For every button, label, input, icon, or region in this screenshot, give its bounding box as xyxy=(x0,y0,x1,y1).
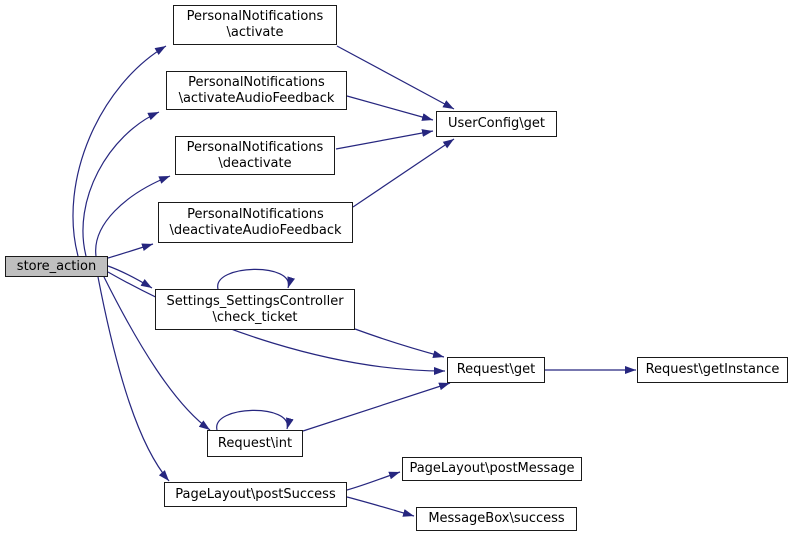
node-label: PersonalNotifications xyxy=(186,9,324,24)
node-label: PersonalNotifications xyxy=(186,139,324,155)
node-personalnotifications-activate[interactable]: PersonalNotifications \activate xyxy=(173,5,337,45)
node-userconfig-get[interactable]: UserConfig\get xyxy=(436,111,557,137)
edge-store-action-to-request-int xyxy=(103,276,211,431)
edge-store-action-to-activate xyxy=(72,45,167,257)
node-personalnotifications-activate-audio-feedback[interactable]: PersonalNotifications \activateAudioFeed… xyxy=(166,71,347,110)
node-store-action: store_action xyxy=(5,256,108,277)
edge-store-action-to-post-success xyxy=(97,276,170,482)
node-label: MessageBox\success xyxy=(428,511,565,526)
node-pagelayout-post-message[interactable]: PageLayout\postMessage xyxy=(402,457,582,481)
node-label: PersonalNotifications xyxy=(188,74,325,90)
node-label: store_action xyxy=(16,258,97,274)
node-request-get[interactable]: Request\get xyxy=(447,357,545,383)
node-label: \activate xyxy=(226,25,284,40)
edge-store-action-to-check-ticket xyxy=(107,265,153,289)
node-label: PageLayout\postMessage xyxy=(409,461,575,476)
edge-post-success-to-post-message xyxy=(346,471,401,491)
edge-deactivate-audio-feedback-to-userconfig-get xyxy=(352,138,455,208)
edge-check-ticket-self-loop xyxy=(217,268,295,290)
node-personalnotifications-deactivate-audio-feedback[interactable]: PersonalNotifications \deactivateAudioFe… xyxy=(158,202,353,243)
edge-store-action-to-deactivate xyxy=(95,175,171,257)
node-label: Request\getInstance xyxy=(645,362,780,377)
node-label: UserConfig\get xyxy=(447,116,546,131)
node-personalnotifications-deactivate[interactable]: PersonalNotifications \deactivate xyxy=(175,136,335,175)
node-label: PageLayout\postSuccess xyxy=(175,486,336,502)
node-label: PersonalNotifications xyxy=(187,206,324,222)
node-pagelayout-post-success[interactable]: PageLayout\postSuccess xyxy=(164,482,347,507)
edge-store-action-to-deactivate-audio-feedback xyxy=(107,243,154,259)
edge-activate-to-userconfig-get xyxy=(336,45,455,110)
node-label: Request\int xyxy=(217,435,293,451)
node-label: Request\get xyxy=(456,362,536,377)
node-label: \deactivate xyxy=(218,155,292,171)
edge-store-action-to-activate-audio-feedback xyxy=(82,111,160,257)
node-label: \activateAudioFeedback xyxy=(178,90,335,106)
node-label: \deactivateAudioFeedback xyxy=(169,222,342,238)
node-label: \check_ticket xyxy=(212,309,298,325)
edge-request-int-to-request-get xyxy=(302,382,451,432)
edge-store-action-to-request-get xyxy=(107,271,446,375)
edge-deactivate-to-userconfig-get xyxy=(335,129,434,150)
edge-post-success-to-messagebox-success xyxy=(346,496,415,517)
node-messagebox-success[interactable]: MessageBox\success xyxy=(416,507,577,531)
edge-activate-audio-feedback-to-userconfig-get xyxy=(346,95,434,121)
node-request-int[interactable]: Request\int xyxy=(207,430,303,457)
edge-check-ticket-to-request-get xyxy=(354,328,445,358)
edge-request-int-self-loop xyxy=(216,409,294,431)
node-label: Settings_SettingsController xyxy=(166,293,344,309)
node-request-get-instance[interactable]: Request\getInstance xyxy=(637,357,788,383)
node-settings-controller-check-ticket[interactable]: Settings_SettingsController \check_ticke… xyxy=(155,289,355,330)
